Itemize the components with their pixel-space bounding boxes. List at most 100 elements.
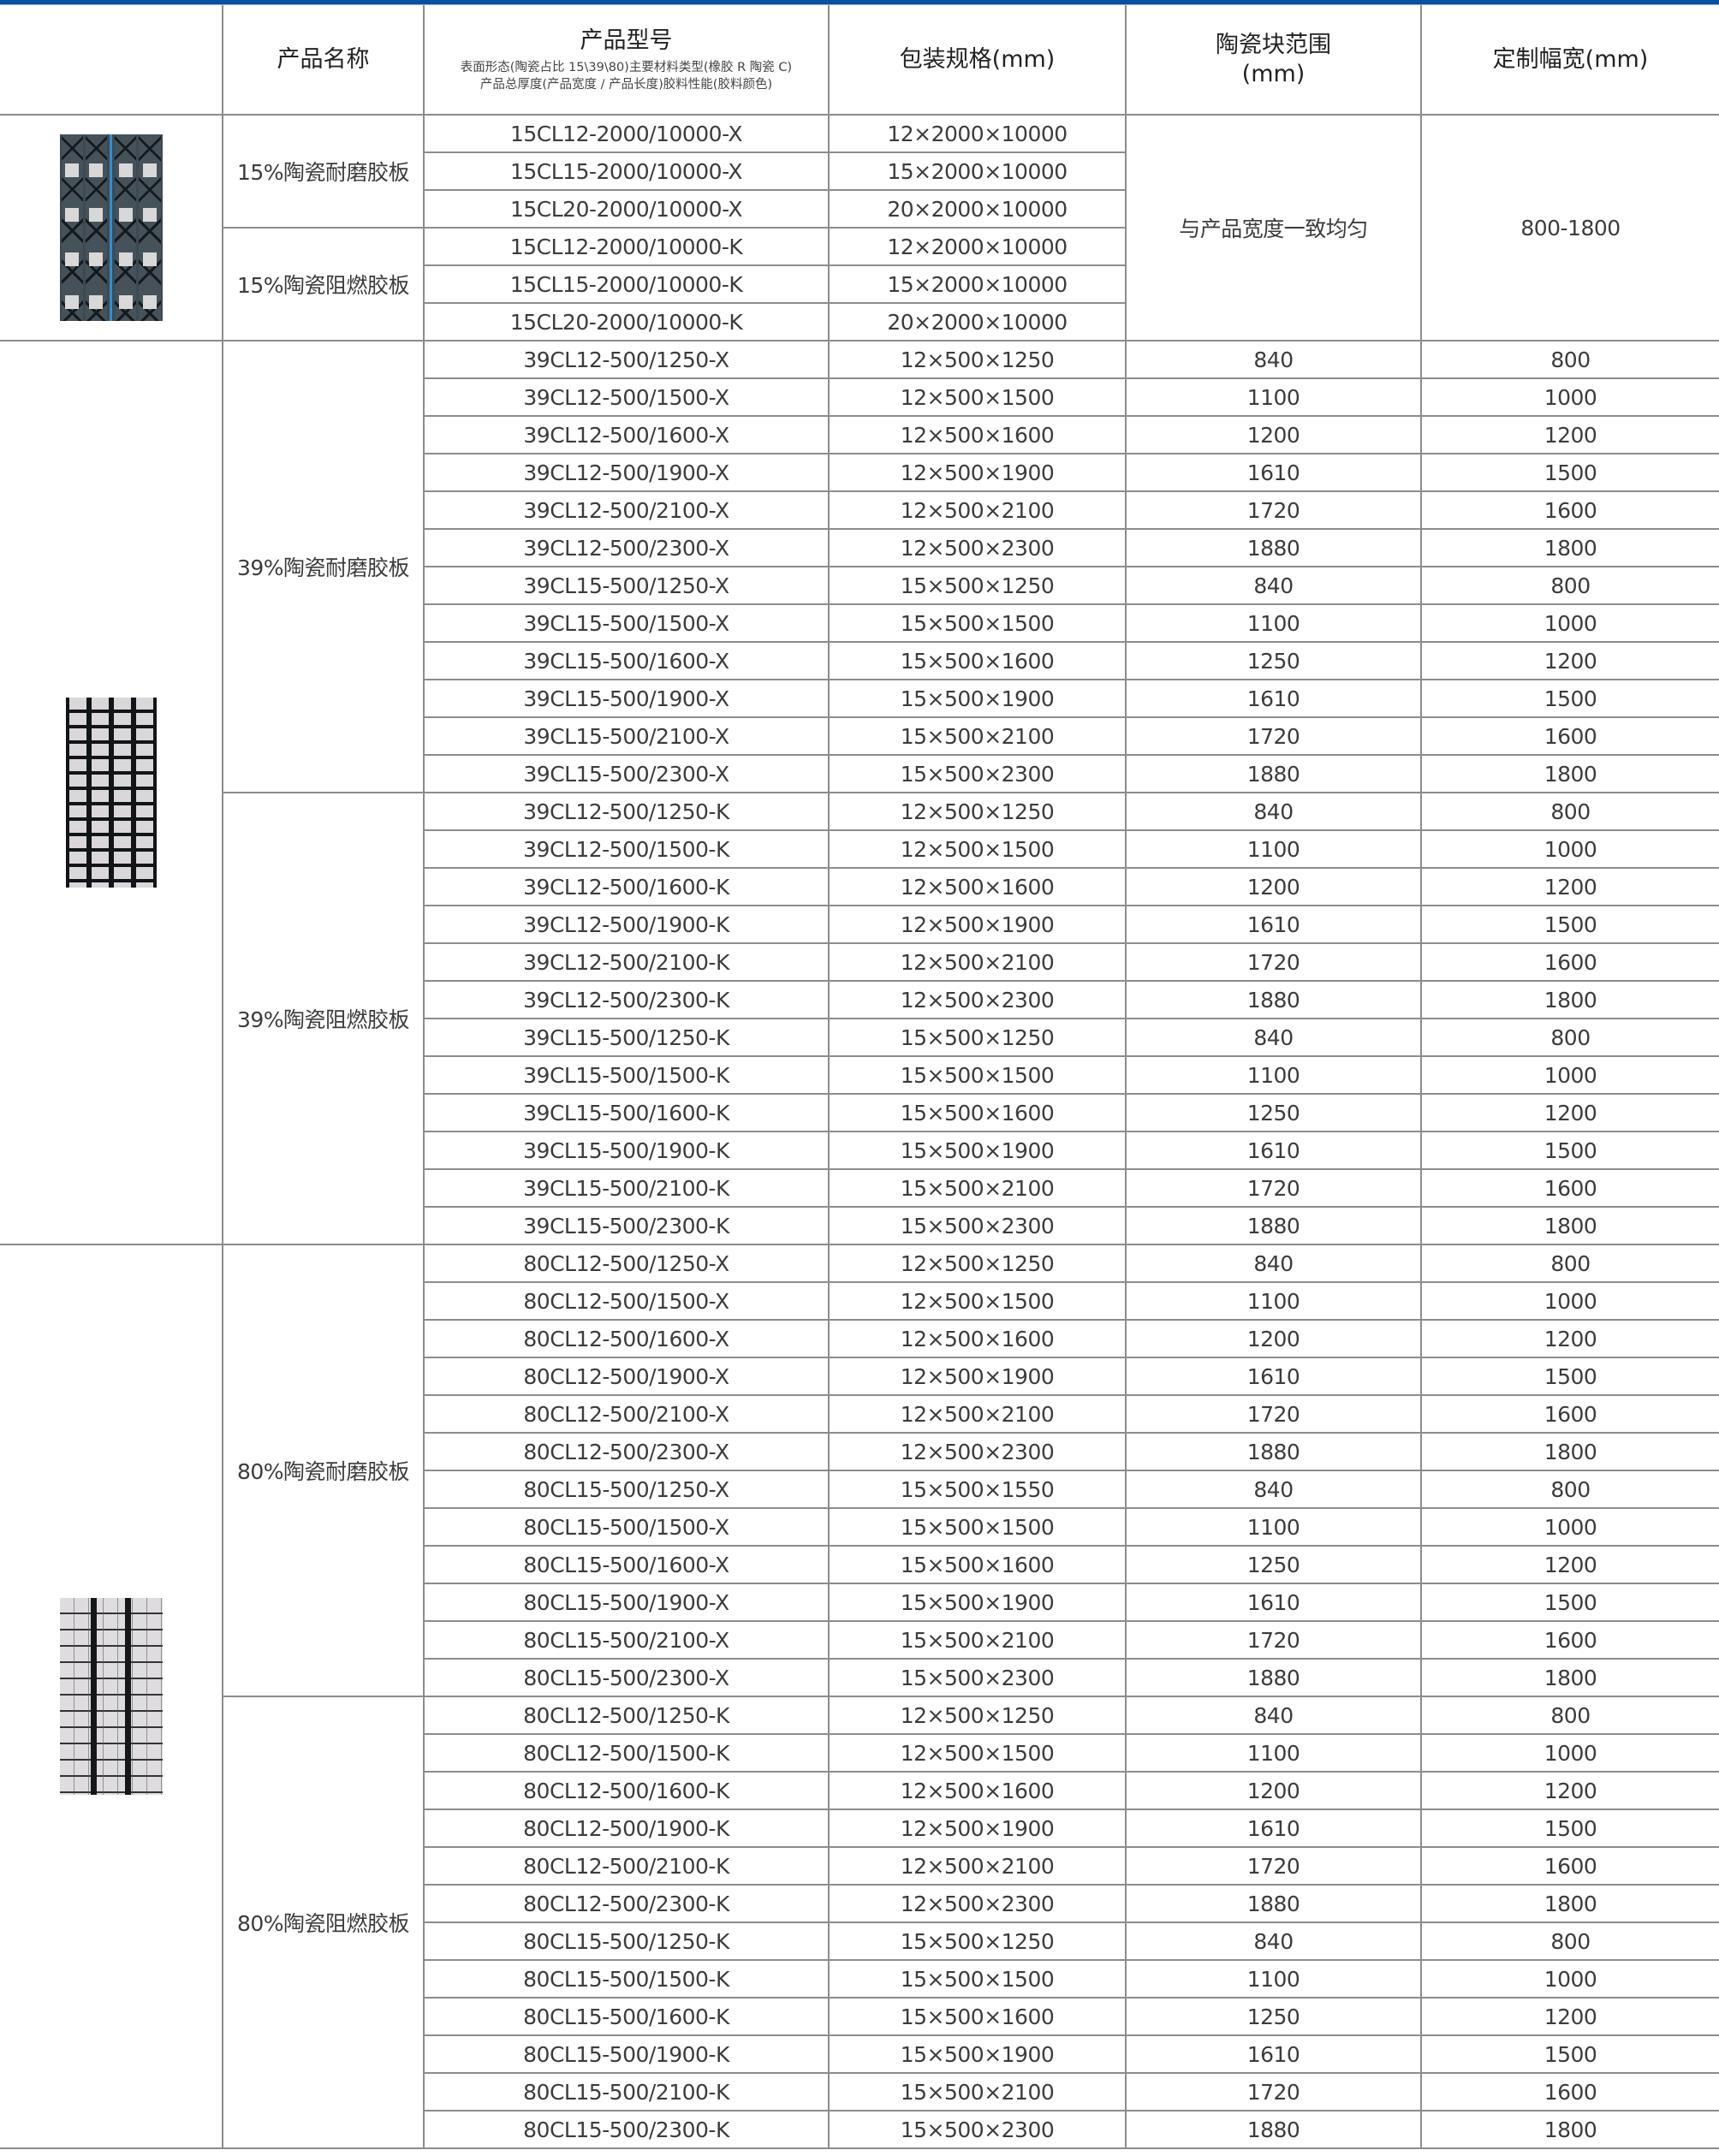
custom-width-cell: 1200	[1420, 1319, 1719, 1358]
package-cell: 15×2000×10000	[828, 151, 1126, 191]
package-cell: 15×500×1900	[828, 2034, 1127, 2074]
package-cell: 15×500×1600	[828, 1997, 1127, 2036]
ceramic-range-cell: 1720	[1125, 1394, 1422, 1434]
product-spec-table: 产品名称 产品型号 表面形态(陶瓷占比 15\39\80)主要材料类型(橡胶 R…	[0, 5, 1719, 2149]
ceramic-tile	[118, 163, 133, 177]
model-cell: 80CL15-500/2300-K	[424, 2110, 830, 2149]
model-cell: 80CL12-500/2100-K	[424, 1846, 830, 1886]
ceramic-range-cell: 840	[1125, 792, 1422, 831]
package-cell: 15×500×1250	[828, 1018, 1127, 1057]
custom-width-cell: 1200	[1420, 1771, 1719, 1810]
model-cell: 39CL12-500/1900-X	[424, 453, 830, 492]
model-cell: 39CL12-500/1250-K	[423, 792, 830, 831]
ceramic-tile	[65, 252, 80, 266]
model-cell: 39CL15-500/1600-X	[424, 641, 830, 680]
custom-width-cell: 1000	[1420, 1959, 1719, 1999]
ceramic-range-cell: 1610	[1125, 2034, 1422, 2074]
custom-width-cell: 800	[1420, 1244, 1719, 1283]
package-cell: 15×500×2100	[828, 1620, 1127, 1660]
ceramic-range-cell: 1250	[1125, 1093, 1422, 1132]
ceramic-range-cell: 1720	[1125, 2072, 1422, 2111]
custom-width-cell: 1600	[1420, 1846, 1719, 1886]
header-ceramic-range-label: 陶瓷块范围	[1216, 31, 1331, 58]
blue-stripe	[110, 134, 112, 321]
ceramic-range-cell: 840	[1125, 1921, 1422, 1961]
rubber-bar	[124, 1598, 131, 1795]
custom-width-cell: 800	[1420, 340, 1719, 379]
product-name-cell: 39%陶瓷阻燃胶板	[223, 792, 425, 1245]
ceramic-range-cell: 840	[1125, 566, 1422, 605]
custom-width-cell: 1500	[1420, 453, 1719, 492]
ceramic-range-cell: 1610	[1125, 1583, 1422, 1622]
ceramic-range-cell: 1880	[1125, 754, 1422, 793]
package-cell: 12×500×1500	[828, 1281, 1127, 1321]
custom-width-cell: 1600	[1420, 716, 1719, 756]
ceramic-range-cell: 1200	[1125, 415, 1422, 454]
ceramic-range-cell: 1880	[1125, 1658, 1422, 1697]
model-cell: 39CL12-500/2100-X	[424, 490, 830, 530]
custom-width-cell: 1600	[1420, 1620, 1719, 1660]
package-cell: 15×500×1600	[828, 641, 1127, 680]
custom-width-cell: 1800	[1420, 1206, 1719, 1245]
ceramic-tile	[89, 252, 104, 266]
product-name-cell: 15%陶瓷阻燃胶板	[223, 227, 425, 342]
model-cell: 80CL15-500/2100-K	[424, 2072, 830, 2111]
custom-width-cell: 1600	[1420, 1394, 1719, 1434]
ceramic-column	[113, 698, 131, 888]
ceramic-range-cell: 840	[1125, 1470, 1422, 1509]
ceramic-tile	[89, 295, 104, 309]
ceramic-tile	[65, 163, 80, 177]
ceramic-range-cell: 840	[1125, 340, 1422, 379]
model-cell: 39CL15-500/1600-K	[424, 1093, 830, 1132]
ceramic-range-cell: 1720	[1125, 716, 1422, 756]
custom-width-cell: 1500	[1420, 1583, 1719, 1622]
header-product-name: 产品名称	[222, 5, 425, 116]
ceramic-range-cell: 1880	[1125, 980, 1422, 1019]
model-cell: 80CL12-500/2300-K	[424, 1884, 830, 1923]
custom-width-cell: 1800	[1420, 1658, 1719, 1697]
model-cell: 39CL15-500/2300-K	[424, 1206, 830, 1245]
header-product-model-label: 产品型号	[580, 27, 673, 54]
product-name-cell: 80%陶瓷阻燃胶板	[223, 1696, 425, 2149]
model-cell: 80CL15-500/1250-K	[424, 1921, 830, 1961]
package-cell: 12×500×1900	[828, 453, 1127, 492]
custom-width-cell: 800	[1420, 1470, 1719, 1509]
custom-width-cell: 1000	[1420, 377, 1719, 417]
package-cell: 12×500×1900	[828, 1809, 1127, 1848]
package-cell: 15×500×2300	[828, 754, 1127, 793]
package-cell: 12×500×1900	[828, 905, 1127, 944]
package-cell: 15×500×1900	[828, 679, 1127, 718]
ceramic-range-cell: 1610	[1125, 905, 1422, 944]
package-cell: 12×500×1900	[828, 1357, 1127, 1396]
ceramic-80-rubber-sheet-icon	[59, 1598, 163, 1795]
custom-width-cell: 800-1800	[1420, 114, 1719, 342]
ceramic-range-cell: 1880	[1125, 1206, 1422, 1245]
ceramic-tile	[89, 208, 104, 222]
ceramic-range-cell: 1100	[1125, 1959, 1422, 1999]
model-cell: 39CL15-500/2100-X	[424, 716, 830, 756]
ceramic-range-cell: 1200	[1125, 867, 1422, 906]
package-cell: 12×500×1250	[828, 340, 1127, 379]
package-cell: 15×500×1550	[828, 1470, 1127, 1509]
package-cell: 12×500×1600	[828, 867, 1127, 906]
ceramic-range-cell: 1250	[1125, 641, 1422, 680]
ceramic-range-cell: 1610	[1125, 679, 1422, 718]
custom-width-cell: 1200	[1420, 415, 1719, 454]
package-cell: 20×2000×10000	[828, 189, 1126, 229]
package-cell: 15×500×2300	[828, 2110, 1127, 2149]
